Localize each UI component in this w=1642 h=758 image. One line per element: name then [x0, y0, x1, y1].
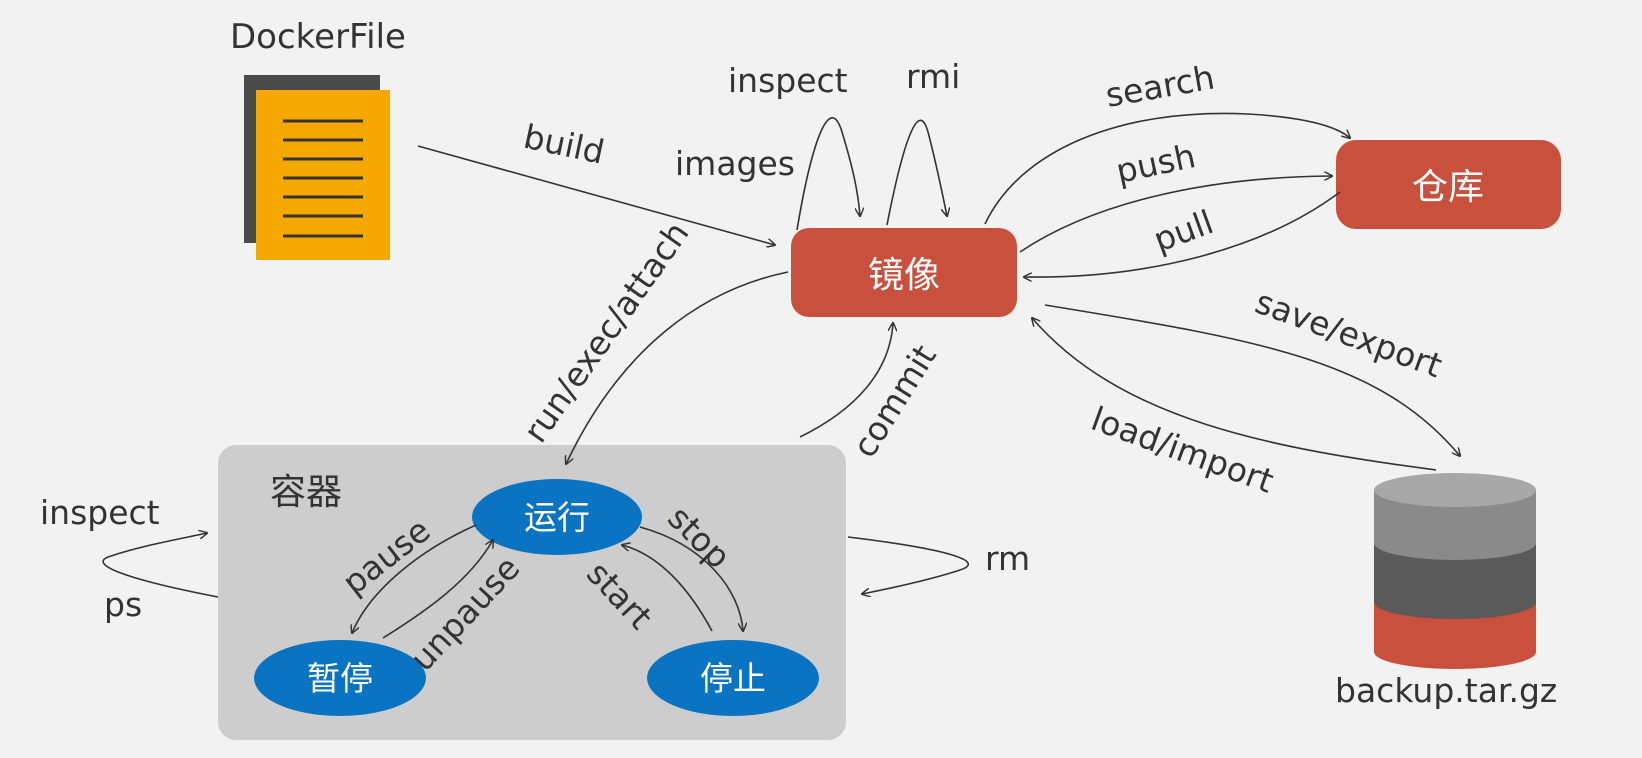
stop-arrow: [639, 526, 743, 631]
stopped-node-label: 停止: [700, 659, 766, 698]
search-label: search: [1103, 57, 1218, 114]
start-arrow: [622, 545, 713, 632]
image-node-label: 镜像: [868, 255, 940, 296]
pull-arrow: [1024, 191, 1341, 277]
save-arrow: [1044, 304, 1460, 456]
backup-label: backup.tar.gz: [1335, 671, 1557, 710]
commit-label: commit: [845, 338, 944, 464]
rm-arrow: [847, 536, 970, 594]
ps-label: ps: [104, 585, 142, 624]
load-arrow: [1032, 318, 1437, 471]
database-icon: [1374, 473, 1536, 669]
paused-node-label: 暂停: [307, 659, 373, 698]
images-label: images: [675, 144, 795, 183]
save-label: save/export: [1250, 282, 1447, 385]
rm-label: rm: [985, 539, 1030, 578]
pull-label: pull: [1148, 202, 1218, 259]
build-label: build: [520, 117, 607, 172]
run-label: run/exec/attach: [516, 214, 697, 449]
build-arrow: [417, 145, 775, 245]
rmi-arrow: [886, 119, 947, 226]
container-group-label: 容器: [270, 472, 342, 513]
dockerfile-icon: [244, 75, 390, 260]
search-arrow: [984, 112, 1350, 225]
pause-arrow: [352, 524, 477, 633]
push-arrow: [1019, 176, 1332, 253]
paused-node: [254, 640, 426, 716]
run-arrow: [566, 271, 789, 464]
push-label: push: [1113, 136, 1199, 191]
unpause-arrow: [382, 540, 493, 639]
rmi-label: rmi: [906, 57, 960, 96]
image-node: [791, 228, 1017, 317]
load-label: load/import: [1086, 399, 1279, 501]
inspect-image-arrow: [796, 117, 860, 231]
inspect-ps-arrow: [102, 533, 219, 598]
registry-node: [1336, 140, 1561, 229]
registry-node-label: 仓库: [1412, 167, 1484, 208]
running-node: [472, 479, 642, 555]
inspect-image-label: inspect: [728, 61, 848, 100]
stopped-node: [647, 640, 819, 716]
inspect-container-label: inspect: [40, 493, 160, 532]
running-node-label: 运行: [524, 498, 590, 537]
commit-arrow: [799, 323, 893, 438]
dockerfile-label: DockerFile: [230, 17, 406, 57]
